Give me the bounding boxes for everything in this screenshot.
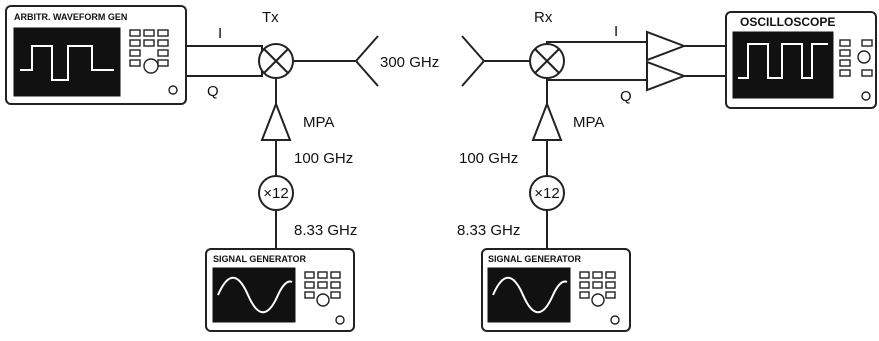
oscilloscope-port-icon [861,91,871,101]
tx-mpa-label: MPA [303,114,334,131]
rx-ref-frequency-label: 8.33 GHz [457,222,520,239]
oscilloscope-keypad [839,39,873,77]
tx-antenna-icon [355,35,379,87]
tx-signal-generator-keypad [304,271,341,299]
rx-multiplier-label: ×12 [534,185,559,202]
tx-mixer-icon [258,43,294,79]
tx-mpa-amplifier-icon [260,101,292,141]
tx-sine-trace [217,276,293,314]
rx-i-label: I [614,23,618,40]
rx-i-amplifier-icon [646,30,687,62]
oscilloscope-title: OSCILLOSCOPE [740,15,835,29]
tx-label: Tx [262,9,279,26]
carrier-frequency-label: 300 GHz [380,54,439,71]
rx-signal-generator-knob-icon [591,293,605,307]
awg-title: ARBITR. WAVEFORM GEN [14,12,127,22]
awg-instrument: ARBITR. WAVEFORM GEN [5,5,187,105]
rx-q-label: Q [620,88,632,105]
tx-signal-generator-instrument: SIGNAL GENERATOR [205,248,355,332]
rx-signal-generator-screen [487,267,571,323]
rx-antenna-icon [461,35,485,87]
rx-mpa-amplifier-icon [531,101,563,141]
oscilloscope-instrument: OSCILLOSCOPE [725,11,877,109]
tx-lo-frequency-label: 100 GHz [294,150,353,167]
awg-knob-icon [143,58,159,74]
tx-multiplier-label: ×12 [263,185,288,202]
tx-signal-generator-title: SIGNAL GENERATOR [213,254,307,264]
rx-lo-frequency-label: 100 GHz [459,150,518,167]
rx-signal-generator-port-icon [610,315,620,325]
rx-q-wire [546,78,647,81]
rx-mpa-label: MPA [573,114,604,131]
tx-q-wire [186,70,263,77]
tx-signal-generator-knob-icon [316,293,330,307]
oscilloscope-trace [738,43,828,79]
tx-ref-frequency-label: 8.33 GHz [294,222,357,239]
awg-keypad [129,29,169,67]
awg-port-icon [168,85,178,95]
tx-i-label: I [218,25,222,42]
rx-signal-generator-keypad [579,271,616,299]
rx-label: Rx [534,9,553,26]
rx-signal-generator-instrument: SIGNAL GENERATOR [481,248,631,332]
rx-i-wire [546,41,647,44]
rx-sine-trace [492,276,568,314]
tx-signal-generator-port-icon [335,315,345,325]
oscilloscope-knob-icon [857,50,871,64]
awg-square-wave-trace [20,45,114,81]
rx-q-amplifier-icon [646,60,687,92]
tx-i-wire [186,45,263,52]
rx-mixer-icon [529,43,565,79]
rx-signal-generator-title: SIGNAL GENERATOR [488,254,582,264]
tx-signal-generator-screen [212,267,296,323]
tx-q-label: Q [207,83,219,100]
